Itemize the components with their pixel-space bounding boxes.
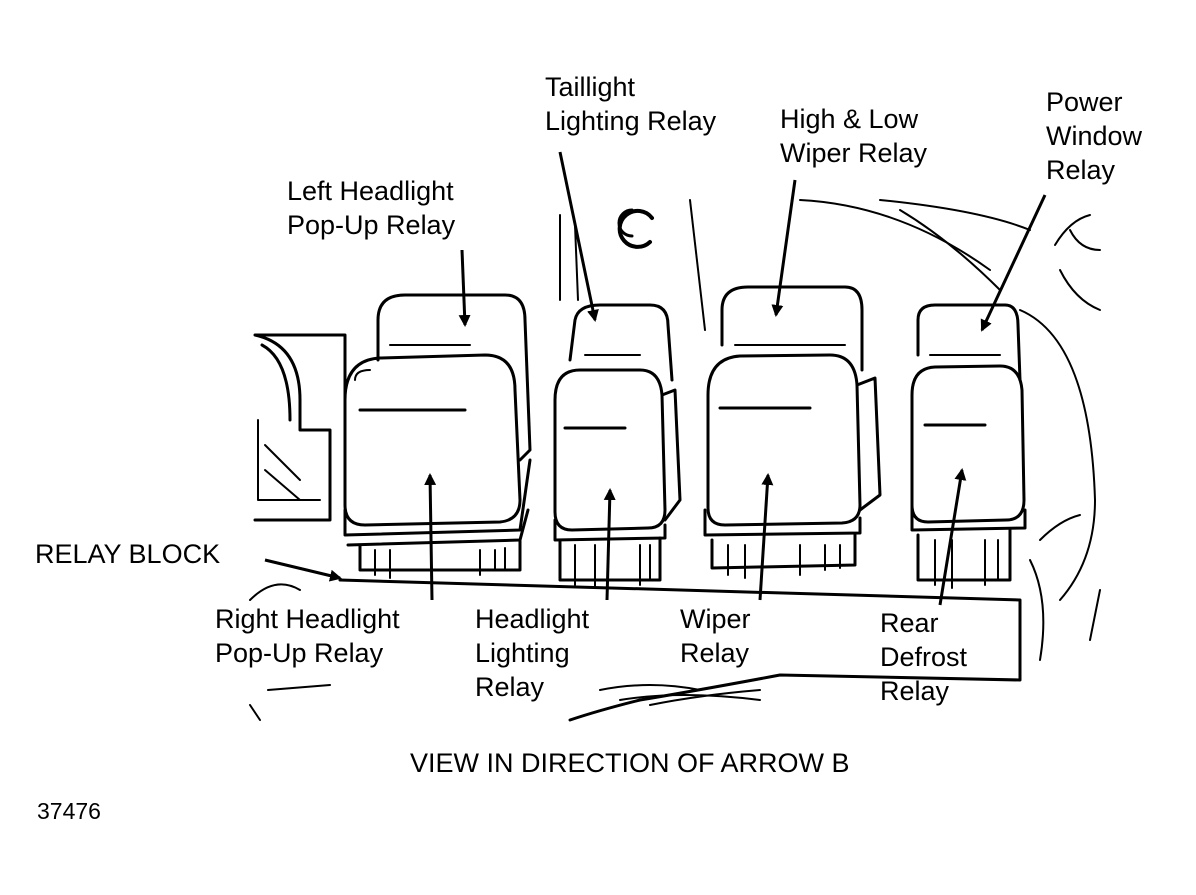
arrow-headlight-lighting bbox=[603, 488, 616, 601]
label-power-window-relay: Power Window Relay bbox=[1046, 87, 1143, 185]
relay-high-low-wiper bbox=[720, 285, 864, 372]
label-taillight-lighting-relay: Taillight Lighting Relay bbox=[545, 72, 717, 136]
label-high-low-wiper-relay: High & Low Wiper Relay bbox=[780, 104, 928, 168]
arrow-right-headlight-popup bbox=[424, 473, 437, 601]
label-wiper-relay: Wiper Relay bbox=[680, 604, 751, 668]
label-relay-block: RELAY BLOCK bbox=[35, 539, 221, 569]
label-left-headlight-popup-relay: Left Headlight Pop-Up Relay bbox=[287, 176, 456, 240]
relay-right-headlight-popup bbox=[343, 353, 522, 527]
label-headlight-lighting-relay: Headlight Lighting Relay bbox=[475, 604, 590, 702]
label-right-headlight-popup-relay: Right Headlight Pop-Up Relay bbox=[215, 604, 400, 668]
relay-rear-defrost bbox=[910, 364, 1026, 524]
relay-headlight-lighting bbox=[553, 368, 667, 532]
relay-left-headlight-popup bbox=[376, 293, 532, 462]
arrow-high-low-wiper bbox=[771, 179, 797, 317]
relay-power-window bbox=[916, 303, 1022, 382]
clip-ring bbox=[617, 208, 654, 249]
figure-number: 37476 bbox=[37, 798, 101, 824]
left-bracket bbox=[253, 333, 347, 522]
arrow-relay-block bbox=[264, 558, 342, 582]
arrow-wiper bbox=[758, 473, 774, 601]
arrow-power-window bbox=[980, 194, 1047, 332]
relay-taillight-lighting bbox=[568, 303, 674, 382]
arrow-taillight-lighting bbox=[558, 151, 599, 322]
relay-wiper bbox=[706, 353, 862, 527]
arrow-left-headlight-popup bbox=[458, 249, 471, 327]
figure-caption: VIEW IN DIRECTION OF ARROW B bbox=[410, 748, 850, 778]
arrow-rear-defrost bbox=[938, 468, 967, 606]
label-rear-defrost-relay: Rear Defrost Relay bbox=[880, 608, 968, 706]
